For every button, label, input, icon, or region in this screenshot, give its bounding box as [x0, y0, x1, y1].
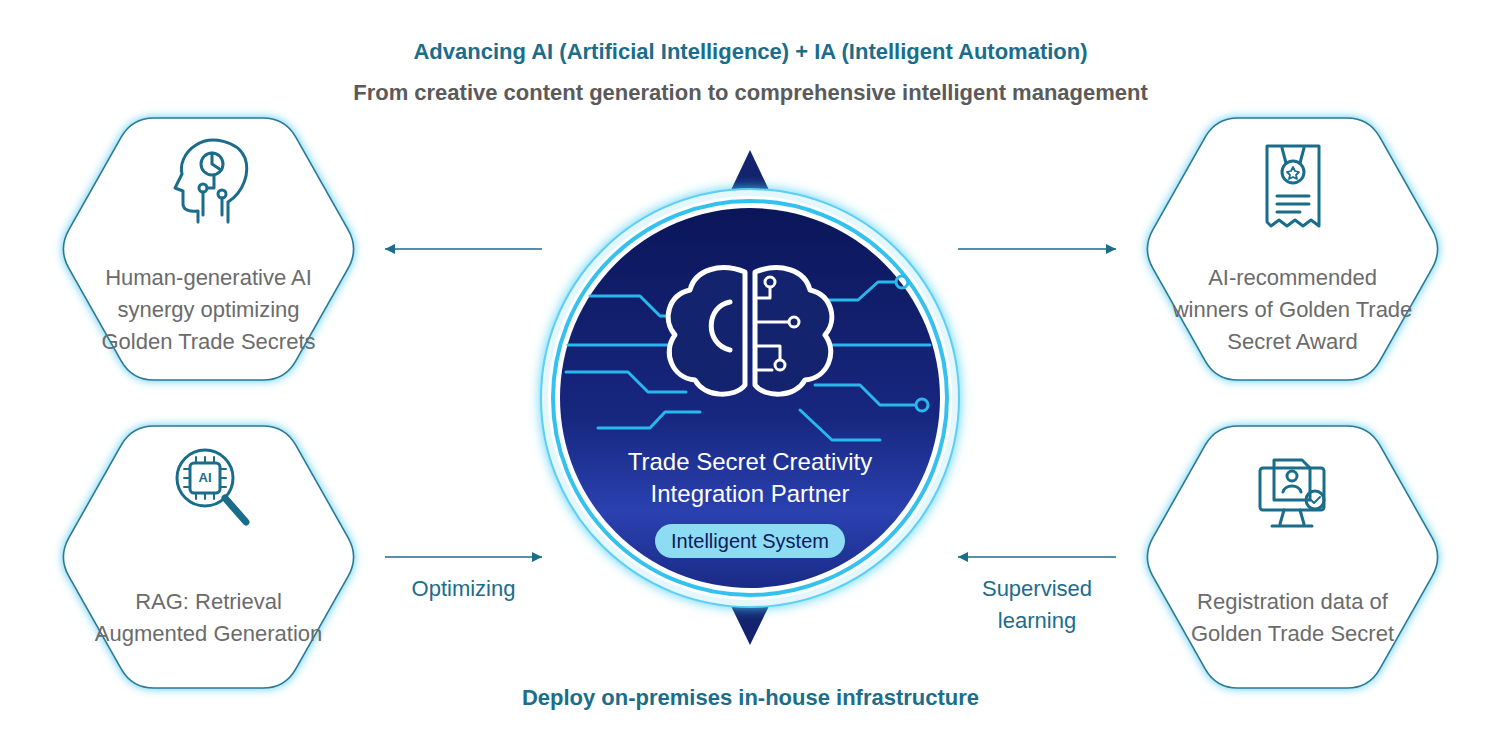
bottom-pointer — [731, 606, 769, 645]
node-text: RAG: Retrieval Augmented Generation — [89, 553, 329, 683]
hexagon-outline — [63, 118, 353, 380]
hexagon-outline — [1147, 118, 1437, 380]
badge-text: Intelligent System — [655, 524, 845, 558]
hexagon-box: Registration data of Golden Trade Secret — [1136, 418, 1449, 696]
hexagon-box: RAG: Retrieval Augmented Generation — [52, 418, 365, 696]
icon-text: AI — [191, 471, 219, 485]
top-pointer — [731, 150, 769, 190]
flow-arrow — [385, 248, 542, 250]
flow-arrow — [958, 248, 1116, 250]
hexagon-box-outline — [1136, 418, 1449, 696]
diagram-caption: Deploy on-premises in-house infrastructu… — [0, 682, 1501, 714]
outer-glow-ring — [541, 189, 959, 607]
node-text: AI-recommended winners of Golden Trade S… — [1173, 245, 1413, 375]
core-circle: Trade Secret Creativity Integration Part… — [538, 186, 962, 610]
hexagon-box: Human-generative AI synergy optimizing G… — [52, 110, 365, 388]
pill-outline — [655, 524, 845, 558]
pill-badge: Intelligent System — [655, 524, 845, 558]
edge-label: Optimizing — [402, 573, 526, 605]
hexagon-box: AI-recommended winners of Golden Trade S… — [1136, 110, 1449, 388]
diagram-title: Advancing AI (Artificial Intelligence) +… — [0, 36, 1501, 68]
flow-arrow — [958, 556, 1116, 558]
hexagon-box-outline — [52, 418, 365, 696]
flow-arrow — [385, 556, 542, 558]
subtitle-text: From creative content generation to comp… — [0, 77, 1501, 109]
cyan-ring — [553, 201, 947, 595]
navy-disc — [560, 208, 940, 588]
hexagon-outline — [1147, 426, 1437, 688]
hexagon-outline — [63, 426, 353, 688]
node-text: Registration data of Golden Trade Secret — [1173, 553, 1413, 683]
edge-label: Supervised learning — [975, 573, 1099, 637]
core-title: Trade Secret Creativity Integration Part… — [605, 446, 895, 510]
node-text: Human-generative AI synergy optimizing G… — [89, 245, 329, 375]
white-ring — [548, 196, 952, 600]
